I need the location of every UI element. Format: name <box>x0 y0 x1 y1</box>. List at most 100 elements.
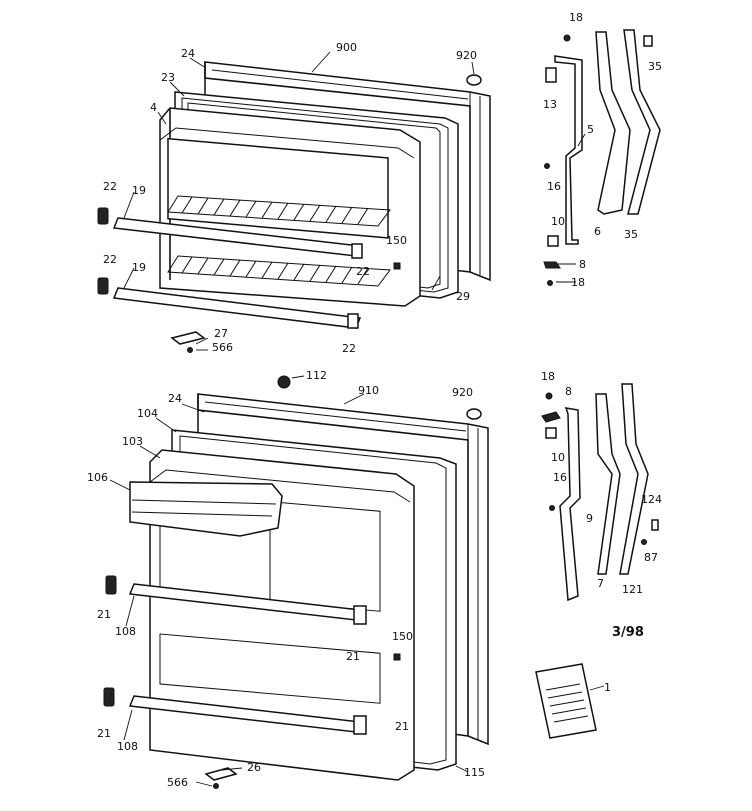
handle-bracket <box>541 411 561 423</box>
handle-end-cap <box>643 35 653 47</box>
handle-bracket <box>543 261 561 269</box>
callout-18: 18 <box>569 11 583 24</box>
freezer-hinge-pad <box>170 331 206 345</box>
fresh-food-shelf-retainer-left <box>103 687 115 707</box>
fresh-food-door-stop <box>393 653 401 661</box>
handle-screw <box>547 280 553 286</box>
callout-23: 23 <box>161 71 175 84</box>
handle-plug <box>545 427 557 439</box>
freezer-handle-trim <box>623 29 661 215</box>
freezer-liner-top-recess <box>167 137 389 239</box>
callout-22: 22 <box>356 265 370 278</box>
callout-566: 566 <box>212 341 233 354</box>
handle-screw <box>544 163 550 169</box>
freezer-door-stop <box>393 262 401 270</box>
freezer-handle-assembly <box>543 29 661 286</box>
callout-10: 10 <box>551 215 565 228</box>
callout-150: 150 <box>392 630 413 643</box>
fresh-food-hinge-cap <box>466 408 482 420</box>
callout-87: 87 <box>644 551 658 564</box>
fresh-food-bar-end-cap <box>353 605 367 625</box>
callout-6: 6 <box>594 225 601 238</box>
freezer-bar-end-cap <box>347 313 359 329</box>
freezer-shelf-retainer-left <box>97 207 109 225</box>
callout-21: 21 <box>97 727 111 740</box>
callout-26: 26 <box>247 761 261 774</box>
callout-5: 5 <box>587 123 594 136</box>
callout-910: 910 <box>358 384 379 397</box>
callout-900: 900 <box>336 41 357 54</box>
callout-24: 24 <box>181 47 195 60</box>
fresh-food-handle-mount <box>559 407 581 602</box>
callout-4: 4 <box>150 101 157 114</box>
callout-27: 27 <box>214 327 228 340</box>
callout-150: 150 <box>386 234 407 247</box>
callout-121: 121 <box>622 583 643 596</box>
handle-plug <box>547 235 559 247</box>
fresh-food-handle-trim <box>619 383 649 575</box>
callout-920: 920 <box>452 386 473 399</box>
callout-108: 108 <box>117 740 138 753</box>
callout-19: 19 <box>132 261 146 274</box>
callout-108: 108 <box>115 625 136 638</box>
fresh-food-hinge-screw <box>213 783 219 789</box>
callout-7: 7 <box>597 577 604 590</box>
callout-24: 24 <box>168 392 182 405</box>
handle-screw <box>549 505 555 511</box>
callout-106: 106 <box>87 471 108 484</box>
callout-21: 21 <box>97 608 111 621</box>
callout-16: 16 <box>547 180 561 193</box>
freezer-hinge-cap <box>466 74 482 86</box>
callout-8: 8 <box>565 385 572 398</box>
freezer-lower-rack-ribs <box>181 256 369 285</box>
callout-22: 22 <box>103 180 117 193</box>
callout-22: 22 <box>342 342 356 355</box>
freezer-shelf-retainer-left <box>97 277 109 295</box>
callout-1: 1 <box>604 681 611 694</box>
freezer-upper-rack-ribs <box>181 196 369 225</box>
handle-end-cap <box>651 519 659 531</box>
handle-screw <box>641 539 647 545</box>
callout-35: 35 <box>648 60 662 73</box>
freezer-handle-mount <box>554 55 583 245</box>
callout-9: 9 <box>586 512 593 525</box>
callout-115: 115 <box>464 766 485 779</box>
freezer-door-assembly <box>97 61 491 353</box>
callout-29: 29 <box>456 290 470 303</box>
callout-21: 21 <box>346 650 360 663</box>
callout-21: 21 <box>395 720 409 733</box>
fresh-food-door-assembly <box>103 375 489 789</box>
callout-leaders <box>109 51 605 787</box>
callout-labels: 18 24 900 920 35 23 13 4 5 16 22 19 10 6… <box>87 11 662 789</box>
callout-124: 124 <box>641 493 662 506</box>
freezer-handle-strip <box>595 31 631 215</box>
callout-10: 10 <box>551 451 565 464</box>
callout-566: 566 <box>167 776 188 789</box>
fresh-food-hinge-pad <box>204 767 238 781</box>
handle-cover <box>545 67 557 83</box>
fresh-food-bar-end-cap <box>353 715 367 735</box>
freezer-bar-end-cap <box>351 243 363 259</box>
fresh-food-handle-strip <box>595 393 621 575</box>
callout-103: 103 <box>122 435 143 448</box>
callout-104: 104 <box>137 407 158 420</box>
callout-22: 22 <box>103 253 117 266</box>
callout-19: 19 <box>132 184 146 197</box>
handle-screw <box>545 392 553 400</box>
callout-16: 16 <box>553 471 567 484</box>
callout-18: 18 <box>541 370 555 383</box>
booklet-cover <box>535 663 597 739</box>
callout-13: 13 <box>543 98 557 111</box>
fresh-food-shelf-retainer-left <box>105 575 117 595</box>
callout-18: 18 <box>571 276 585 289</box>
handle-screw <box>563 34 571 42</box>
callout-35: 35 <box>624 228 638 241</box>
freezer-hinge-screw <box>187 347 193 353</box>
fresh-food-handle-assembly <box>541 383 659 602</box>
door-plug <box>277 375 291 389</box>
callout-920: 920 <box>456 49 477 62</box>
callout-8: 8 <box>579 258 586 271</box>
instruction-booklet <box>535 663 597 739</box>
revision-date-code: 3/98 <box>612 625 644 640</box>
